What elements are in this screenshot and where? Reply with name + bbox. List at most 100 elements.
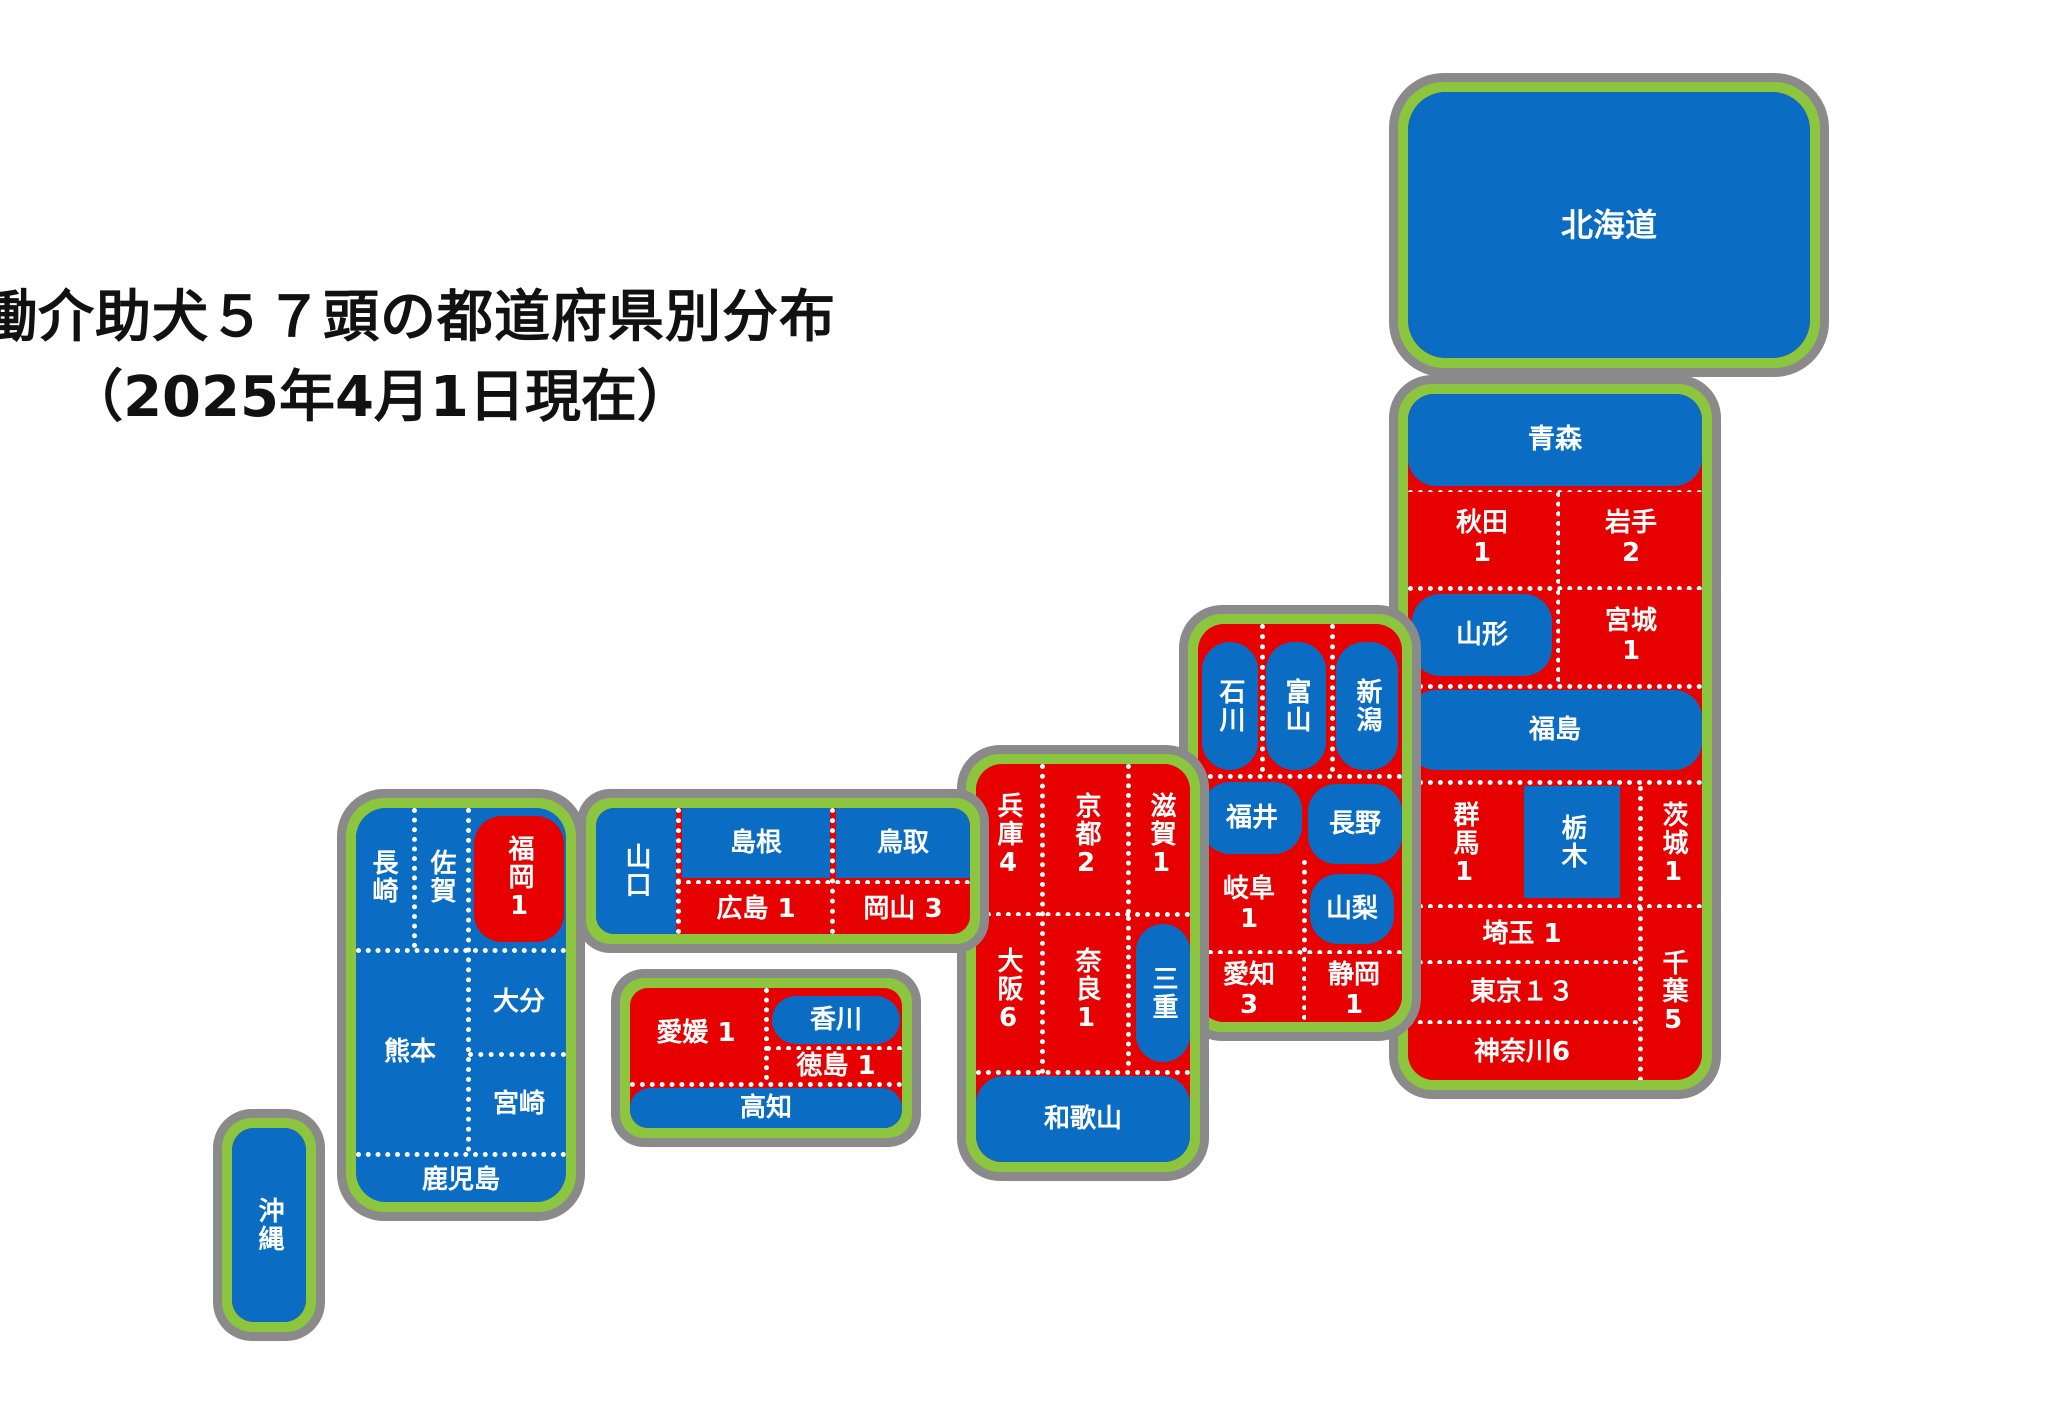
pref-name: 富山: [1281, 678, 1311, 734]
border-line: [830, 808, 835, 934]
region-shikoku: 愛媛 1 香川 徳島 1 高知: [620, 978, 912, 1138]
dog-count: 5: [1658, 1005, 1688, 1037]
border-line: [1126, 916, 1131, 1066]
dog-count: 1: [1071, 1003, 1101, 1035]
dog-count: １３: [1522, 977, 1575, 1007]
region-okinawa: 沖縄: [222, 1118, 316, 1332]
border-line: [1556, 492, 1561, 584]
pref-name: 岩手: [1604, 508, 1657, 538]
dog-count: 1: [777, 894, 796, 924]
title-line-2: （2025年4月1日現在）: [67, 365, 693, 430]
pref-name: 埼玉: [1482, 919, 1535, 949]
pref-name: 福岡: [504, 835, 534, 891]
dog-count: 1: [857, 1051, 876, 1081]
border-line: [356, 1152, 566, 1157]
dog-count: 4: [993, 848, 1023, 880]
dog-count: 1: [1658, 857, 1688, 889]
border-line: [976, 912, 1190, 917]
border-line: [676, 880, 970, 885]
pref-kochi: 高知: [630, 1088, 902, 1128]
pref-name: 福島: [1528, 715, 1581, 745]
pref-name: 青森: [1528, 424, 1582, 455]
border-line: [1408, 960, 1638, 965]
pref-okinawa: 沖縄: [232, 1128, 306, 1322]
region-chugoku: 山口 島根 鳥取 広島 1 岡山 3: [586, 798, 980, 944]
border-line: [356, 948, 566, 953]
pref-name: 山梨: [1325, 894, 1378, 924]
pref-name: 兵庫: [993, 792, 1023, 848]
pref-toyama: 富山: [1266, 642, 1326, 770]
border-line: [764, 988, 769, 1080]
dog-count: 3: [1239, 990, 1259, 1020]
pref-okayama: 岡山 3: [836, 884, 970, 934]
pref-name: 山口: [621, 843, 651, 899]
pref-kumamoto: 熊本: [356, 954, 464, 1150]
pref-name: 奈良: [1071, 947, 1101, 1003]
pref-name: 岡山: [863, 894, 916, 924]
dog-count: 1: [1344, 990, 1364, 1020]
title-line-1: 実働介助犬５７頭の都道府県別分布: [0, 285, 836, 350]
dog-count: 1: [1239, 904, 1259, 934]
dog-count: 6: [993, 1003, 1023, 1035]
border-line: [1408, 904, 1702, 909]
border-line: [1330, 624, 1335, 772]
border-line: [412, 808, 417, 948]
border-line: [1260, 624, 1265, 772]
pref-name: 静岡: [1327, 960, 1380, 990]
pref-name: 和歌山: [1043, 1104, 1122, 1134]
pref-kagawa: 香川: [772, 996, 900, 1044]
pref-fukushima: 福島: [1408, 690, 1702, 770]
pref-name: 熊本: [383, 1037, 436, 1067]
pref-akita: 秋田 1: [1408, 492, 1556, 584]
pref-ishikawa: 石川: [1202, 642, 1258, 770]
pref-name: 鹿児島: [421, 1165, 500, 1195]
pref-name: 三重: [1148, 965, 1178, 1021]
pref-gifu: 岐阜 1: [1198, 860, 1300, 948]
dog-count: 3: [924, 894, 943, 924]
border-line: [1198, 774, 1402, 779]
pref-name: 愛知: [1222, 960, 1275, 990]
pref-tochigi: 栃木: [1524, 786, 1620, 898]
region-chubu: 石川 富山 新潟 福井 長野 岐阜 1 山梨 愛知 3 静岡: [1188, 614, 1412, 1032]
pref-aichi: 愛知 3: [1198, 954, 1300, 1022]
pref-name: 栃木: [1557, 814, 1587, 870]
border-line: [1302, 860, 1307, 1020]
pref-hiroshima: 広島 1: [682, 884, 830, 934]
pref-name: 新潟: [1352, 678, 1382, 734]
dog-count: 6: [1551, 1037, 1571, 1067]
pref-shizuoka: 静岡 1: [1306, 954, 1402, 1022]
pref-miyagi: 宮城 1: [1560, 590, 1702, 682]
pref-niigata: 新潟: [1336, 642, 1398, 770]
border-line: [1638, 786, 1643, 1080]
pref-tokushima: 徳島 1: [770, 1050, 902, 1082]
pref-fukui: 福井: [1202, 782, 1302, 854]
pref-name: 高知: [739, 1093, 792, 1123]
pref-nagano: 長野: [1308, 784, 1402, 864]
pref-yamanashi: 山梨: [1310, 874, 1394, 944]
dog-count: 1: [1621, 636, 1641, 666]
border-line: [468, 1052, 566, 1057]
pref-name: 神奈川: [1473, 1037, 1552, 1067]
border-line: [1556, 590, 1561, 682]
dog-count: 1: [1449, 857, 1479, 889]
pref-name: 北海道: [1560, 206, 1657, 244]
dog-count: 1: [1146, 848, 1176, 880]
pref-name: 宮城: [1604, 606, 1657, 636]
region-hokkaido: 北海道: [1398, 82, 1820, 368]
pref-oita: 大分: [472, 954, 566, 1050]
pref-name: 茨城: [1658, 801, 1688, 857]
pref-name: 福井: [1225, 803, 1278, 833]
pref-name: 秋田: [1455, 508, 1508, 538]
border-line: [1408, 780, 1702, 785]
border-line: [1408, 586, 1702, 591]
border-line: [466, 808, 471, 1152]
border-line: [1198, 950, 1402, 955]
